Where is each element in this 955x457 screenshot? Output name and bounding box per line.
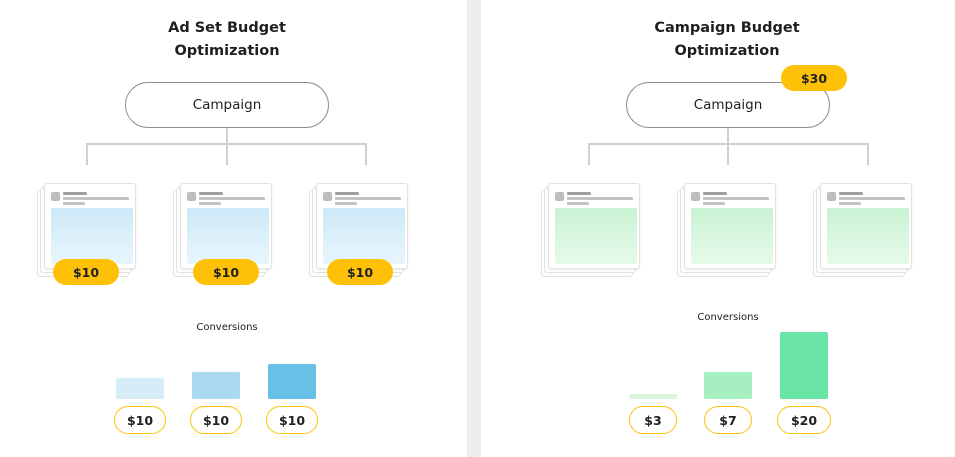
conversion-value: $10 xyxy=(114,406,166,434)
ad-set-budget-badge: $10 xyxy=(327,259,393,285)
connector-drop xyxy=(588,143,590,165)
conversion-bar xyxy=(268,364,316,399)
conversions-label: Conversions xyxy=(697,312,759,323)
ad-card xyxy=(684,183,776,269)
campaign-budget-title-line2: Optimization xyxy=(674,43,780,59)
conversion-bar xyxy=(780,332,828,399)
ad-set-title-line1: Ad Set Budget xyxy=(168,20,286,36)
connector-stem xyxy=(727,128,729,144)
ad-card xyxy=(548,183,640,269)
connector-drop xyxy=(226,143,228,165)
campaign-budget-title-line1: Campaign Budget xyxy=(654,20,800,36)
avatar xyxy=(187,192,196,201)
conversion-bar xyxy=(704,372,752,399)
ad-set-budget-badge: $10 xyxy=(53,259,119,285)
conversion-bar xyxy=(116,378,164,399)
conversion-value: $7 xyxy=(704,406,752,434)
campaign-budget-title: Campaign Budget Optimization xyxy=(612,17,842,63)
avatar xyxy=(51,192,60,201)
ad-media xyxy=(187,208,269,264)
ad-set-budget-badge: $10 xyxy=(193,259,259,285)
ad-card xyxy=(316,183,408,269)
connector-stem xyxy=(226,128,228,144)
conversion-value: $10 xyxy=(190,406,242,434)
ad-media xyxy=(51,208,133,264)
avatar xyxy=(555,192,564,201)
avatar xyxy=(323,192,332,201)
avatar xyxy=(691,192,700,201)
ad-media xyxy=(827,208,909,264)
connector-drop xyxy=(727,143,729,165)
connector-drop xyxy=(365,143,367,165)
ad-card xyxy=(44,183,136,269)
connector-drop xyxy=(86,143,88,165)
conversion-bar xyxy=(192,372,240,399)
campaign-node: Campaign xyxy=(125,82,329,128)
conversion-value: $3 xyxy=(629,406,677,434)
avatar xyxy=(827,192,836,201)
ad-media xyxy=(323,208,405,264)
campaign-budget-badge: $30 xyxy=(781,65,847,91)
conversion-bar xyxy=(629,394,677,399)
campaign-budget-panel: Campaign Budget Optimization Campaign $3… xyxy=(481,0,955,457)
ad-media xyxy=(691,208,773,264)
connector-drop xyxy=(867,143,869,165)
ad-set-budget-panel: Ad Set Budget Optimization Campaign $10 … xyxy=(0,0,467,457)
panel-divider xyxy=(467,0,481,457)
ad-media xyxy=(555,208,637,264)
ad-set-title: Ad Set Budget Optimization xyxy=(112,17,342,63)
conversion-value: $20 xyxy=(777,406,831,434)
ad-card xyxy=(180,183,272,269)
conversions-label: Conversions xyxy=(196,322,258,333)
conversion-value: $10 xyxy=(266,406,318,434)
ad-card xyxy=(820,183,912,269)
ad-set-title-line2: Optimization xyxy=(174,43,280,59)
